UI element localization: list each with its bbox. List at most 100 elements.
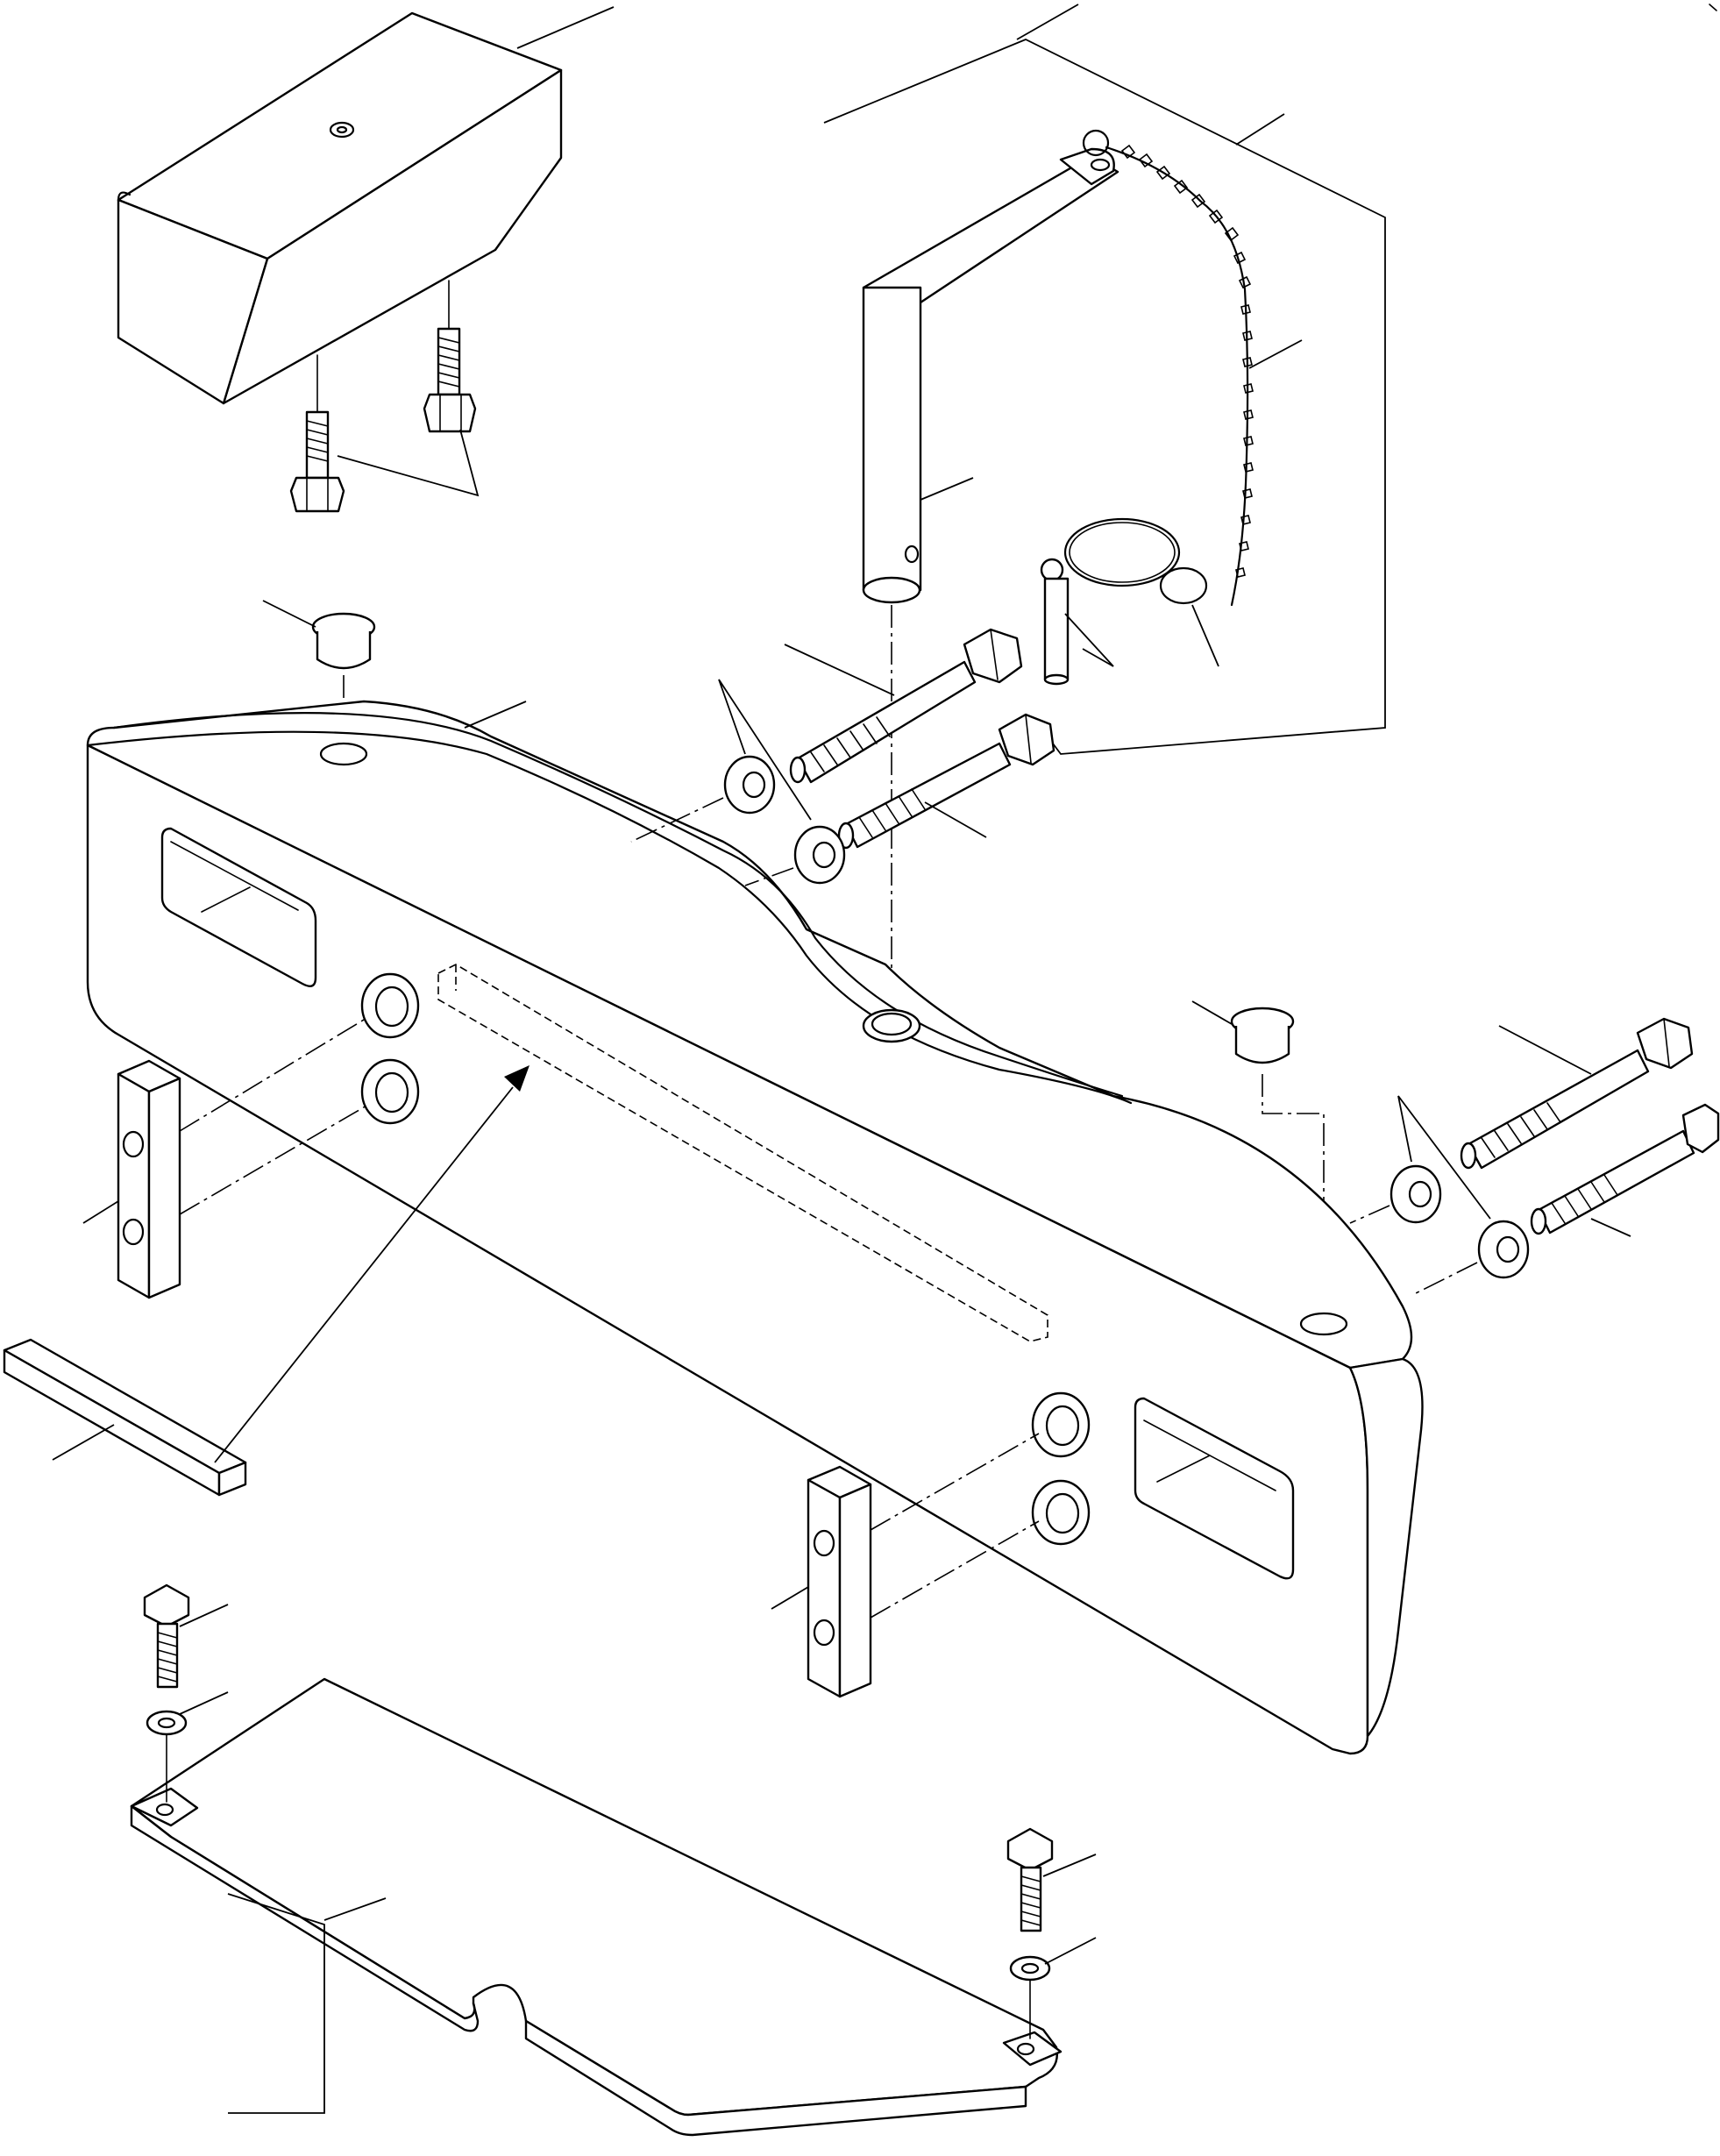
cap-plugs xyxy=(262,600,1325,1315)
plate-hole xyxy=(813,1529,835,1557)
plate-front xyxy=(807,1478,842,1698)
bracket-outline xyxy=(823,39,1386,755)
chain-top-ring xyxy=(1082,129,1110,157)
guard-plate-top xyxy=(130,1677,1058,2117)
frame-top-hole-right xyxy=(1299,1312,1348,1336)
guard-plate-edge-left xyxy=(130,1804,480,2032)
frame-bolt-upper xyxy=(789,628,1023,784)
guard-plate-edge-right xyxy=(524,2019,1027,2137)
bolt-shank xyxy=(844,742,1012,849)
leader-washer-left xyxy=(179,1691,229,1715)
bolt-tip xyxy=(789,756,807,784)
bolt-tip xyxy=(1460,1142,1477,1170)
plate-centerline xyxy=(870,1520,1040,1619)
window-left-inner xyxy=(170,841,299,913)
plate-side xyxy=(838,1483,872,1698)
bolt-shank xyxy=(796,660,977,784)
boss xyxy=(1031,1391,1091,1458)
pin-handle-end xyxy=(1059,147,1115,186)
block-top-hole-inner xyxy=(336,125,348,134)
leader-block-bolts xyxy=(337,429,480,497)
washer-centerline xyxy=(1415,1262,1478,1294)
block-top-hole xyxy=(329,121,355,139)
leader-washers-left xyxy=(718,679,812,821)
guard-screw-left xyxy=(143,1583,229,1803)
leader-chain xyxy=(1248,339,1303,369)
block-bolts xyxy=(289,280,480,513)
washer-hole xyxy=(742,771,766,799)
frame-back-edge xyxy=(112,712,1124,1098)
washer xyxy=(1477,1220,1530,1279)
frame-bolt-upper xyxy=(1460,1017,1694,1170)
bolt-thread xyxy=(810,716,891,772)
washer-hole xyxy=(1496,1235,1520,1263)
window-right-inner xyxy=(1143,1420,1276,1491)
leader-bolt-lower xyxy=(924,801,987,838)
chain-links xyxy=(1120,144,1254,578)
counterweight-block xyxy=(117,6,615,405)
washers-right xyxy=(1349,1095,1530,1294)
guard-hole-left xyxy=(155,1803,174,1817)
pin-shaft xyxy=(862,286,922,592)
pin-handle-hole xyxy=(1090,158,1111,172)
block-bolt-right xyxy=(423,280,477,433)
frame-end-face xyxy=(1348,1357,1424,1738)
boss xyxy=(1031,1479,1091,1546)
washer-centerline xyxy=(630,797,724,843)
washer xyxy=(723,755,776,815)
leader-screw-right xyxy=(1042,1854,1097,1877)
boss-hole xyxy=(1045,1492,1080,1534)
leader-lynch-ring xyxy=(1191,604,1219,667)
leader-guard-bracket xyxy=(227,1893,325,2114)
key-bar-arrow-line xyxy=(214,1086,514,1463)
pin-shaft-end xyxy=(862,576,921,604)
frame-top-hole-left xyxy=(319,742,368,766)
boss-hole xyxy=(374,985,409,1028)
leader-top-bracket xyxy=(1016,4,1079,40)
bolt-hex-head xyxy=(1681,1103,1720,1154)
plate-centerline xyxy=(870,1433,1040,1531)
washer-centerline xyxy=(1349,1205,1390,1224)
leader-key-bar xyxy=(52,1424,115,1461)
washer-hole xyxy=(812,841,836,869)
bolt-thread xyxy=(306,420,329,462)
frame-window-right xyxy=(1134,1397,1295,1580)
leader-frame xyxy=(464,701,527,729)
leader-pin xyxy=(920,477,974,501)
hex-edge xyxy=(990,629,999,680)
bolt-tip xyxy=(1530,1207,1547,1235)
key-bar-arrow-head xyxy=(504,1065,530,1092)
frame-bolt-lower xyxy=(837,713,1055,850)
frame-pin-hole-inner xyxy=(871,1012,913,1036)
cap-plug-body xyxy=(316,631,372,670)
lynch-ring-inner xyxy=(1069,522,1176,583)
cap-plug-left xyxy=(262,600,376,736)
under-guard-plate xyxy=(130,1677,1063,2137)
bolt-thread xyxy=(1481,1102,1561,1158)
corner-mark xyxy=(1709,4,1717,11)
frame-bolt-lower xyxy=(1530,1103,1720,1235)
pin-cross-hole xyxy=(904,544,920,564)
leader-plate-right xyxy=(771,1586,809,1610)
plate-hole xyxy=(813,1619,835,1647)
block-bolt-left xyxy=(289,354,345,513)
frame-top-edge xyxy=(86,730,1133,1105)
leader-guard xyxy=(323,1897,387,1921)
boss-hole xyxy=(1045,1405,1080,1447)
screw-hex-head xyxy=(143,1583,190,1628)
screw-thread xyxy=(1020,1875,1041,1926)
frame-top-surface xyxy=(86,700,1413,1370)
frame-bolts-right xyxy=(1460,1017,1720,1237)
block-corner-round xyxy=(117,191,131,202)
leader-washers-right xyxy=(1397,1095,1491,1220)
plate-hole xyxy=(122,1218,145,1246)
key-bar-front xyxy=(3,1348,221,1497)
screw-washer-hole xyxy=(157,1717,176,1729)
bolt-hex-head xyxy=(963,628,1023,684)
lynch-pin-head xyxy=(1040,558,1064,582)
lynch-pin-end xyxy=(1043,673,1070,686)
leader-bracket-side xyxy=(1235,113,1285,146)
screw-washer xyxy=(146,1710,188,1736)
lynch-ring-outer xyxy=(1063,517,1181,587)
